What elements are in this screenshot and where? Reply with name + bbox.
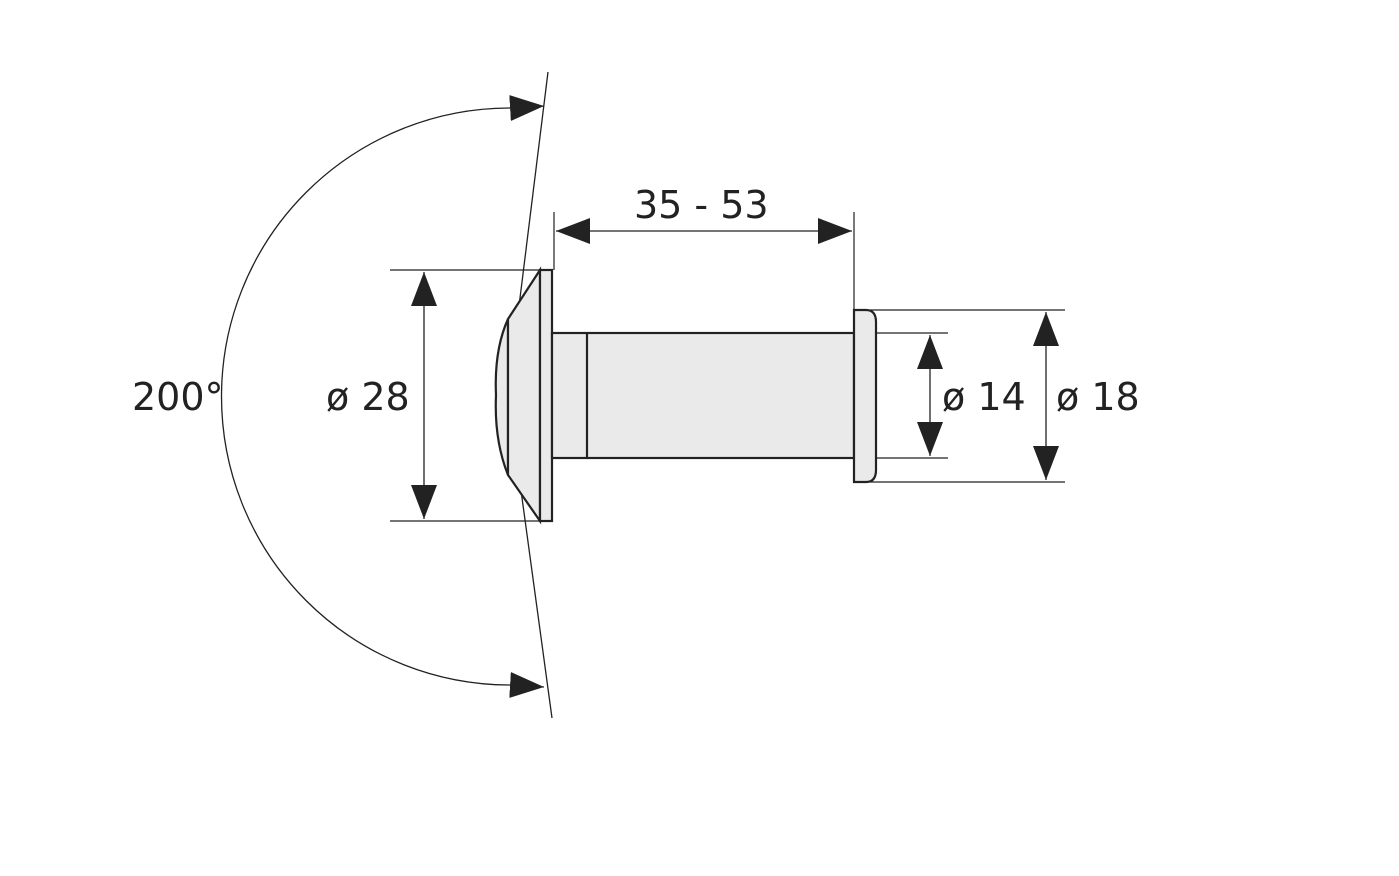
inner-diameter-label: ø 14 xyxy=(942,375,1026,419)
outer-diameter-label: ø 18 xyxy=(1056,375,1140,419)
flange xyxy=(538,268,554,523)
angle-label: 200° xyxy=(132,375,224,419)
flange-diameter-label: ø 28 xyxy=(326,375,410,419)
door-viewer xyxy=(494,266,878,525)
extension-lines xyxy=(390,212,1065,522)
end-cap xyxy=(852,308,878,484)
angle-arc xyxy=(220,107,511,686)
barrel xyxy=(550,331,856,460)
dimension-lines xyxy=(411,218,1059,519)
lens-cone xyxy=(506,266,542,525)
length-label: 35 - 53 xyxy=(634,183,769,227)
lens-dome xyxy=(494,318,510,476)
